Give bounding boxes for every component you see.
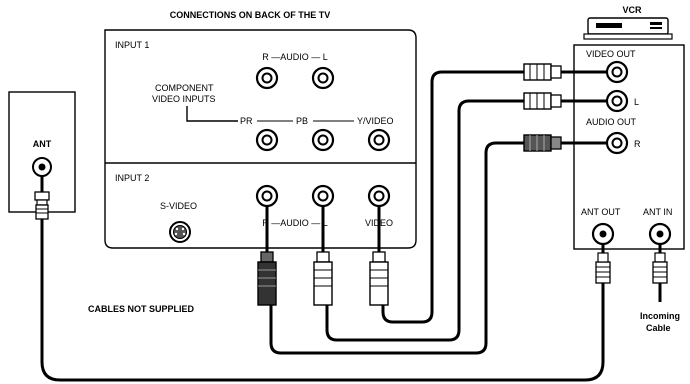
audio-right-cable — [257, 134, 607, 355]
input1-audio-l-jack[interactable] — [311, 66, 335, 90]
incoming-cable — [652, 244, 668, 302]
vcr-back-panel — [573, 44, 685, 250]
svideo-jack[interactable] — [169, 221, 191, 243]
component-label-line1: COMPONENT — [155, 83, 214, 93]
vcr-l-label: L — [634, 97, 639, 107]
component-label-line2: VIDEO INPUTS — [152, 94, 216, 104]
vcr-audio-out-label: AUDIO OUT — [586, 117, 637, 127]
input1-audio-r-jack[interactable] — [255, 66, 279, 90]
component-bracket — [186, 106, 238, 122]
input2-video-jack[interactable] — [367, 184, 391, 208]
vcr-title: VCR — [622, 5, 642, 15]
wall-ant-label: ANT — [33, 139, 52, 149]
vcr-ant-out-jack[interactable] — [591, 222, 615, 246]
input1-audio-label: R —AUDIO — L — [262, 52, 328, 62]
vcr-video-out-jack[interactable] — [605, 60, 629, 84]
input1-label: INPUT 1 — [115, 40, 149, 50]
audio-left-cable — [313, 92, 607, 342]
vcr-r-label: R — [634, 139, 641, 149]
input2-audio-label: R —AUDIO — L — [262, 218, 328, 228]
wall-ant-jack[interactable] — [32, 157, 52, 177]
pr-jack[interactable] — [255, 128, 279, 152]
coax-cable — [34, 176, 611, 382]
video-cable — [369, 63, 607, 324]
pb-label: PB — [296, 116, 308, 126]
vcr-audio-l-jack[interactable] — [605, 89, 629, 113]
input2-audio-r-jack[interactable] — [255, 184, 279, 208]
incoming-cable-label-line1: Incoming — [640, 311, 680, 321]
pr-label: PR — [240, 116, 253, 126]
vcr-ant-in-jack[interactable] — [648, 222, 672, 246]
vcr-icon — [583, 17, 673, 40]
input2-label: INPUT 2 — [115, 173, 149, 183]
cables-note: CABLES NOT SUPPLIED — [88, 304, 195, 314]
diagram-title: CONNECTIONS ON BACK OF THE TV — [170, 10, 331, 20]
yvideo-label: Y/VIDEO — [357, 116, 394, 126]
vcr-audio-r-jack[interactable] — [605, 131, 629, 155]
vcr-video-out-label: VIDEO OUT — [586, 49, 636, 59]
vcr-ant-out-label: ANT OUT — [581, 207, 621, 217]
vcr-ant-in-label: ANT IN — [643, 207, 672, 217]
y-video-jack[interactable] — [367, 128, 391, 152]
input2-audio-l-jack[interactable] — [311, 184, 335, 208]
svideo-label: S-VIDEO — [160, 201, 197, 211]
incoming-cable-label-line2: Cable — [646, 323, 671, 333]
pb-jack[interactable] — [311, 128, 335, 152]
